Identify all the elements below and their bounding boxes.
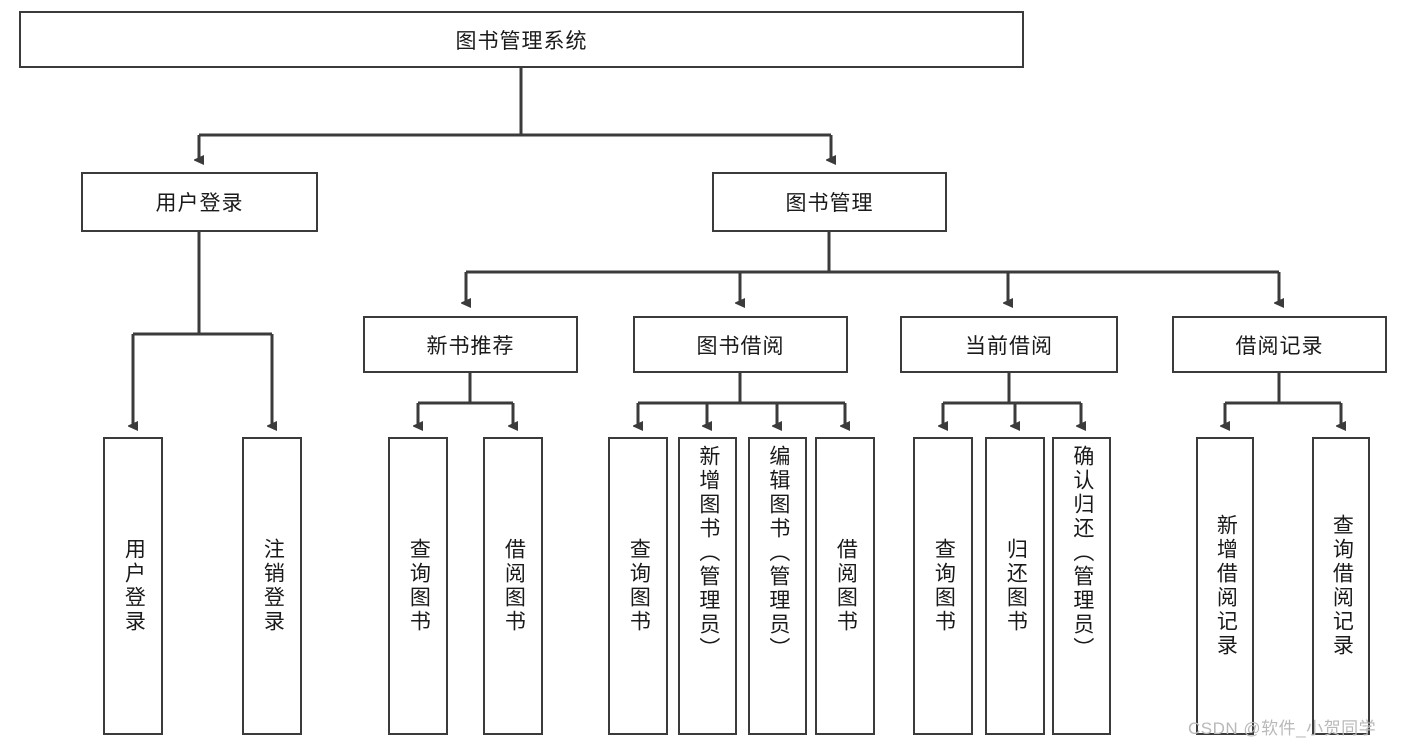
node-user-login[interactable]: 用户登录	[81, 172, 318, 232]
node-book-management[interactable]: 图书管理	[712, 172, 947, 232]
node-book-management-label: 图书管理	[785, 192, 874, 215]
node-leaf-query-record-label: 查询借阅记录	[1330, 514, 1354, 658]
node-leaf-confirm-return-label: 确认归还（管理员）	[1070, 445, 1094, 661]
node-leaf-query-book-3[interactable]: 查询图书	[913, 437, 973, 735]
node-book-borrow-label: 图书借阅	[696, 334, 785, 358]
node-leaf-confirm-return[interactable]: 确认归还（管理员）	[1052, 437, 1111, 735]
node-leaf-return-book-label: 归还图书	[1004, 538, 1028, 634]
node-leaf-query-book-2-label: 查询图书	[627, 538, 651, 634]
node-leaf-user-login-label: 用户登录	[122, 538, 146, 634]
node-leaf-query-book-1-label: 查询图书	[407, 538, 431, 634]
node-leaf-user-login[interactable]: 用户登录	[103, 437, 163, 735]
node-current-borrow[interactable]: 当前借阅	[900, 316, 1118, 373]
node-leaf-borrow-book-2-label: 借阅图书	[834, 538, 858, 634]
node-leaf-edit-book[interactable]: 编辑图书（管理员）	[748, 437, 807, 735]
node-leaf-add-book[interactable]: 新增图书（管理员）	[678, 437, 737, 735]
node-new-book-recommend[interactable]: 新书推荐	[363, 316, 578, 373]
node-leaf-return-book[interactable]: 归还图书	[985, 437, 1045, 735]
node-leaf-query-record[interactable]: 查询借阅记录	[1312, 437, 1370, 735]
node-root-label: 图书管理系统	[455, 29, 588, 53]
node-leaf-add-record-label: 新增借阅记录	[1214, 514, 1238, 658]
node-leaf-add-book-label: 新增图书（管理员）	[696, 445, 720, 661]
node-leaf-borrow-book-1[interactable]: 借阅图书	[483, 437, 543, 735]
node-user-login-label: 用户登录	[155, 192, 244, 215]
node-leaf-edit-book-label: 编辑图书（管理员）	[766, 445, 790, 661]
node-leaf-borrow-book-1-label: 借阅图书	[502, 538, 526, 634]
node-leaf-borrow-book-2[interactable]: 借阅图书	[815, 437, 875, 735]
node-leaf-query-book-3-label: 查询图书	[932, 538, 956, 634]
node-borrow-record[interactable]: 借阅记录	[1172, 316, 1387, 373]
node-new-book-recommend-label: 新书推荐	[426, 334, 515, 358]
node-leaf-query-book-1[interactable]: 查询图书	[388, 437, 448, 735]
node-leaf-logout-label: 注销登录	[261, 538, 285, 634]
node-leaf-add-record[interactable]: 新增借阅记录	[1196, 437, 1254, 735]
node-borrow-record-label: 借阅记录	[1235, 334, 1324, 358]
watermark: CSDN @软件_小贺同学	[1188, 719, 1377, 738]
node-current-borrow-label: 当前借阅	[965, 334, 1053, 358]
node-leaf-query-book-2[interactable]: 查询图书	[608, 437, 668, 735]
node-leaf-logout[interactable]: 注销登录	[242, 437, 302, 735]
node-root[interactable]: 图书管理系统	[19, 11, 1024, 68]
node-book-borrow[interactable]: 图书借阅	[633, 316, 848, 373]
